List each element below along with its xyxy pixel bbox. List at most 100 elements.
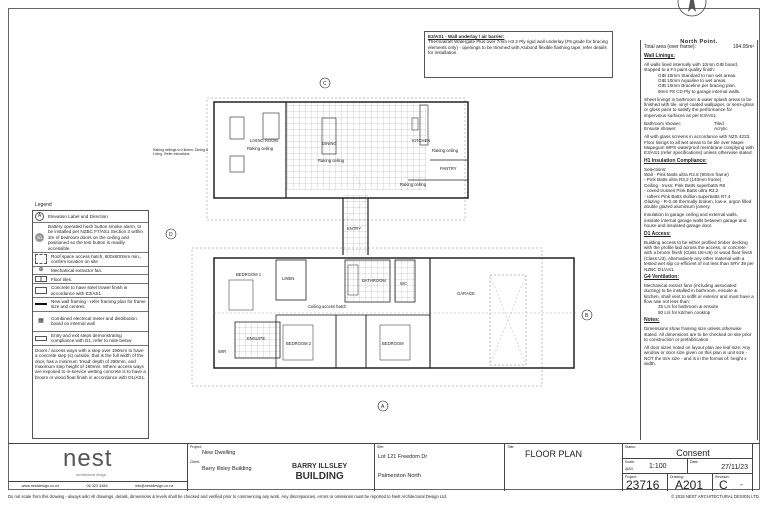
insulation-line: Glazing - R-0.46 thermally broken, low-e…	[644, 199, 752, 210]
list-item: 9mm F8 CD Ply to garage internal walls.	[658, 88, 741, 94]
wall-linings-list: GIB 10mm Standard to non wet areas. GIB …	[644, 73, 754, 95]
shower-value: Acrylic	[714, 126, 728, 132]
field-label: Site:	[377, 445, 385, 449]
nest-logo: nest	[63, 445, 113, 472]
d1-body: Building access to be either profiled ti…	[644, 239, 754, 272]
bath-icon	[347, 264, 359, 296]
logo-subtitle: architectural design	[76, 473, 107, 477]
h1-heading: H1 Insulation Compliance:	[644, 157, 707, 164]
insulation-line: - Pink Batts ultra R3.2 (140mm frame)	[644, 177, 722, 183]
title-cell: Title: FLOOR PLAN	[505, 444, 623, 491]
elevation-label: D	[169, 232, 173, 238]
raking-ceiling-callout: Raking ceilings to Kitchen, Dining & Liv…	[153, 148, 209, 157]
raking-ceiling-label: Raking ceiling	[432, 148, 459, 153]
legend-row: SD Battery operated hush button smoke ala…	[33, 223, 148, 254]
scale-value: 1:100	[649, 463, 667, 470]
contact-row: www.nestdesign.co.nz 06 323 3484 info@nest…	[8, 481, 187, 489]
doors-access-note: Doors / access ways with a step over 190…	[35, 347, 146, 380]
entry-steps-icon	[35, 335, 47, 341]
phone: 06 323 3484	[86, 484, 108, 488]
room-label-garage: GARAGE	[457, 291, 475, 296]
elevation-label: C	[323, 81, 327, 87]
raking-ceiling-label: Raking ceiling	[247, 146, 274, 151]
raking-ceiling-label: Raking ceiling	[400, 182, 427, 187]
legend-text: Mechanical extractor fan.	[51, 267, 103, 273]
smoke-alarm-icon: SD	[35, 233, 44, 243]
legend-row: Concrete to have steel trowel finish in …	[33, 284, 148, 299]
bed-icon	[282, 324, 314, 361]
wc-walls	[394, 259, 416, 303]
room-label-entry: ENTRY	[347, 226, 361, 231]
elevation-markers: A B C D	[165, 77, 593, 412]
dining-table-icon	[321, 117, 337, 155]
footer: Do not scale from this drawing - always …	[8, 494, 760, 499]
car-outline	[489, 274, 527, 366]
list-item: GIB 10mm Aqualine to wet areas.	[658, 77, 727, 83]
room-label-kitchen: KITCHEN	[412, 138, 430, 143]
drawing-number: A201	[675, 478, 704, 492]
project-cell: Project: New Dwelling Client: Barry Ills…	[188, 444, 375, 491]
room-label-pantry: PANTRY	[440, 166, 457, 171]
legend-title: Legend	[35, 202, 52, 208]
note-body: Thermakraft Watergate Plus over 7mm H3.2…	[428, 39, 608, 56]
shower-table: Bathroom shower:Tiled Ensuite shower:Acr…	[644, 121, 754, 132]
kitchen-sink-icon	[411, 117, 419, 131]
total-area-value: 194.05m²	[732, 44, 754, 51]
legend-text: Roof space access hatch, 600x600mm min.,…	[51, 254, 142, 265]
elevation-marker-d	[165, 228, 177, 240]
wall-linings-heading: Wall Linings:	[644, 52, 675, 59]
site-city: Palmerston North	[378, 473, 421, 479]
field-label: Date:	[690, 460, 699, 464]
linen-walls	[275, 259, 307, 301]
shower-label: Bathroom shower:	[644, 120, 682, 126]
site-cell: Site: Lot 121 Freedom Dr Palmerston Nort…	[375, 444, 505, 491]
room-label-ensuite: ENSUITE	[247, 336, 265, 341]
elevation-marker-a	[377, 400, 389, 412]
status-value: Consent	[676, 448, 710, 458]
list-item: 50 L/s for kitchen cooktop	[658, 309, 711, 315]
field-label: Status:	[625, 445, 636, 449]
email-link[interactable]: info@nestdesign.co.nz	[134, 484, 174, 488]
bed-icon	[228, 279, 254, 311]
field-label: Client:	[190, 460, 200, 464]
legend-text: Concrete to have steel trowel finish in …	[51, 285, 128, 296]
legend-text: Battery operated hush button smoke alarm…	[48, 224, 143, 251]
legend-row: New wall framing - refer framing plan fo…	[33, 298, 148, 312]
site-address: Lot 121 Freedom Dr	[378, 454, 428, 460]
entry-tiles	[343, 195, 368, 255]
project-number: 23716	[626, 478, 660, 492]
notes-heading: Notes:	[644, 317, 660, 324]
roof-outline-upper	[206, 97, 466, 221]
g4-heading: G4 Ventilation:	[644, 273, 680, 280]
floor-tiles-icon	[35, 276, 47, 283]
g4-body: Mechanical extract fans (including assoc…	[644, 282, 754, 305]
elevation-marker-c	[319, 77, 331, 89]
glass-screen-note: All with glass screens in accordance wit…	[644, 134, 754, 156]
legend-text: New wall framing - refer framing plan fo…	[51, 299, 146, 310]
meter-board-icon: ▦	[38, 317, 44, 324]
upper-wing-walls	[213, 101, 469, 199]
date-value: 27/11/23	[721, 464, 748, 471]
legend-text: Elevation Label and Direction	[48, 213, 108, 219]
elevation-marker-b	[581, 309, 593, 321]
legend-row: Entry and exit steps demonstrating compl…	[33, 332, 148, 346]
field-label: Scale:	[625, 460, 635, 464]
legend-row: Floor tiles.	[33, 275, 148, 285]
shower-label: Ensuite shower:	[644, 126, 677, 132]
room-label-wir: WIR	[218, 349, 226, 354]
website-link[interactable]: www.nestdesign.co.nz	[21, 484, 60, 488]
legend-row: ▦Combined electrical meter and distribut…	[33, 312, 148, 332]
total-area-label: Total area (over frame):	[644, 44, 696, 51]
garage-insulation-note: Insulation to garage ceiling and externa…	[644, 212, 747, 229]
insulation-line: Ceiling - truss: Pink Batts superbatts R…	[644, 182, 726, 188]
room-label-bedroom-1: BEDROOM 1	[236, 272, 262, 277]
insulation-line: - coved trusses Pink Batts ultra R3.2	[644, 188, 719, 194]
concrete-icon	[35, 287, 47, 295]
list-item: 25 L/s for bathroom & ensuite	[658, 304, 719, 310]
d1-heading: D1 Access:	[644, 230, 671, 237]
sofa-icon	[229, 116, 245, 140]
legend-text: Entry and exit steps demonstrating compl…	[51, 332, 132, 344]
hatch-label: Ceiling access hatch	[308, 304, 347, 309]
ensuite-walls	[234, 321, 281, 359]
